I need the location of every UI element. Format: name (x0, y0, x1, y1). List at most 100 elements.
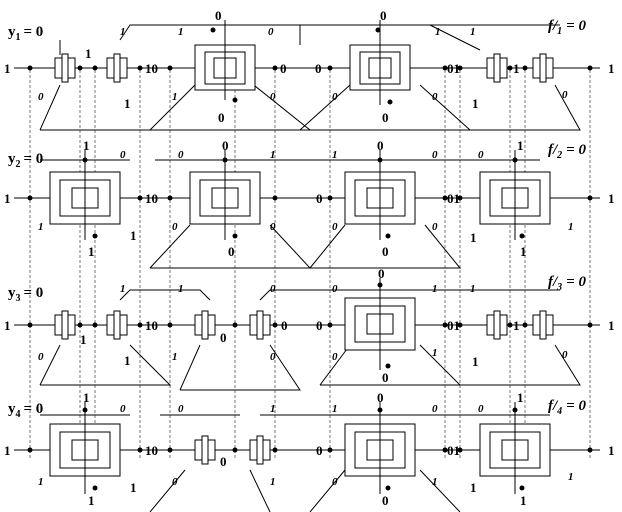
svg-text:0: 0 (377, 138, 384, 153)
row-2-gate-1-nested (49, 150, 121, 240)
row-2-output-label: f/2= 0 (548, 142, 586, 161)
svg-text:0: 0 (38, 351, 44, 363)
row-1-gate-3-nested (194, 20, 256, 100)
svg-text:0: 0 (222, 138, 229, 153)
svg-text:1: 1 (513, 61, 520, 76)
svg-text:0: 0 (432, 221, 438, 233)
svg-text:0: 0 (382, 244, 389, 259)
svg-text:1: 1 (472, 96, 479, 111)
svg-text:1: 1 (80, 332, 87, 347)
svg-text:0: 0 (380, 8, 387, 23)
svg-text:0: 0 (562, 89, 568, 101)
row-1-signal-out: 1 (608, 61, 615, 76)
svg-text:01: 01 (447, 61, 460, 76)
svg-text:0: 0 (382, 370, 389, 385)
row-1-output-label: f/1= 0 (548, 18, 586, 37)
svg-text:0: 0 (432, 149, 438, 161)
svg-text:0: 0 (332, 221, 338, 233)
svg-text:0: 0 (316, 318, 323, 333)
row-4-gate-5-nested (479, 402, 551, 494)
svg-text:1: 1 (124, 96, 131, 111)
row-1-gate-5 (486, 53, 508, 83)
svg-text:0: 0 (218, 110, 225, 125)
svg-text:0: 0 (220, 330, 227, 345)
svg-text:0: 0 (315, 61, 322, 76)
svg-text:1: 1 (130, 480, 137, 495)
row-3-gate-7 (532, 310, 554, 340)
row-2-input-label: y2= 0 (8, 151, 43, 170)
svg-text:1: 1 (470, 283, 476, 295)
row-4-output-label: f/4= 0 (548, 398, 586, 417)
svg-text:0: 0 (316, 191, 323, 206)
row-4-signal-out: 1 (608, 443, 615, 458)
svg-text:0: 0 (382, 493, 389, 508)
row-2-gate-4-nested (479, 150, 551, 240)
svg-text:1: 1 (470, 480, 477, 495)
svg-text:0: 0 (220, 454, 227, 469)
svg-text:1: 1 (517, 138, 524, 153)
svg-text:1: 1 (520, 244, 527, 259)
svg-text:1: 1 (130, 228, 137, 243)
svg-text:10: 10 (145, 443, 158, 458)
svg-text:1: 1 (172, 351, 178, 363)
svg-text:0: 0 (38, 91, 44, 103)
row-3-gate-2 (106, 310, 128, 340)
svg-text:0: 0 (120, 403, 126, 415)
row-1: y1= 0 f/1= 0 1 1 1 10 0 0 01 1 0 0 0 0 (4, 8, 615, 131)
svg-text:10: 10 (145, 191, 158, 206)
svg-text:0: 0 (478, 403, 484, 415)
svg-text:0: 0 (178, 149, 184, 161)
svg-text:1: 1 (120, 26, 126, 38)
svg-text:1: 1 (432, 476, 438, 488)
svg-text:0: 0 (432, 91, 438, 103)
svg-text:1: 1 (83, 390, 90, 405)
svg-text:1: 1 (88, 493, 95, 508)
svg-text:1: 1 (38, 221, 44, 233)
svg-text:1: 1 (38, 476, 44, 488)
svg-text:0: 0 (332, 91, 338, 103)
row-4-gate-1-nested (49, 402, 121, 494)
svg-text:0: 0 (478, 149, 484, 161)
row-3-signal-out: 1 (608, 318, 615, 333)
svg-text:0: 0 (562, 349, 568, 361)
row-3-gate-4 (249, 310, 271, 340)
row-1-gate-1 (54, 53, 76, 83)
svg-text:1: 1 (472, 354, 479, 369)
svg-text:0: 0 (270, 351, 276, 363)
row-4-gate-2 (194, 435, 216, 465)
svg-text:0: 0 (332, 351, 338, 363)
svg-text:1: 1 (178, 26, 184, 38)
svg-text:1: 1 (85, 46, 92, 61)
svg-text:1: 1 (88, 244, 95, 259)
svg-text:0: 0 (268, 26, 274, 38)
svg-text:1: 1 (83, 138, 90, 153)
svg-text:1: 1 (120, 283, 126, 295)
svg-text:1: 1 (270, 403, 276, 415)
svg-text:0: 0 (178, 403, 184, 415)
svg-text:10: 10 (145, 61, 158, 76)
svg-text:01: 01 (447, 318, 460, 333)
svg-text:1: 1 (520, 493, 527, 508)
svg-text:1: 1 (172, 91, 178, 103)
svg-text:0: 0 (432, 403, 438, 415)
svg-text:0: 0 (172, 476, 178, 488)
svg-text:1: 1 (432, 347, 438, 359)
row-3-output-label: f/3= 0 (548, 274, 586, 293)
svg-text:1: 1 (270, 476, 276, 488)
svg-text:0: 0 (270, 91, 276, 103)
svg-text:0: 0 (332, 476, 338, 488)
svg-text:01: 01 (447, 191, 460, 206)
svg-text:0: 0 (377, 390, 384, 405)
svg-text:0: 0 (378, 266, 385, 281)
row-3-input-label: y3= 0 (8, 285, 43, 304)
row-1-signal-in: 1 (4, 61, 11, 76)
row-2-signal-out: 1 (608, 191, 615, 206)
row-3-gate-3 (194, 310, 216, 340)
row-4-signal-in: 1 (4, 443, 11, 458)
svg-text:0: 0 (270, 283, 276, 295)
svg-text:1: 1 (517, 390, 524, 405)
svg-text:10: 10 (145, 318, 158, 333)
row-1-input-label: y1= 0 (8, 24, 43, 43)
svg-text:1: 1 (432, 283, 438, 295)
